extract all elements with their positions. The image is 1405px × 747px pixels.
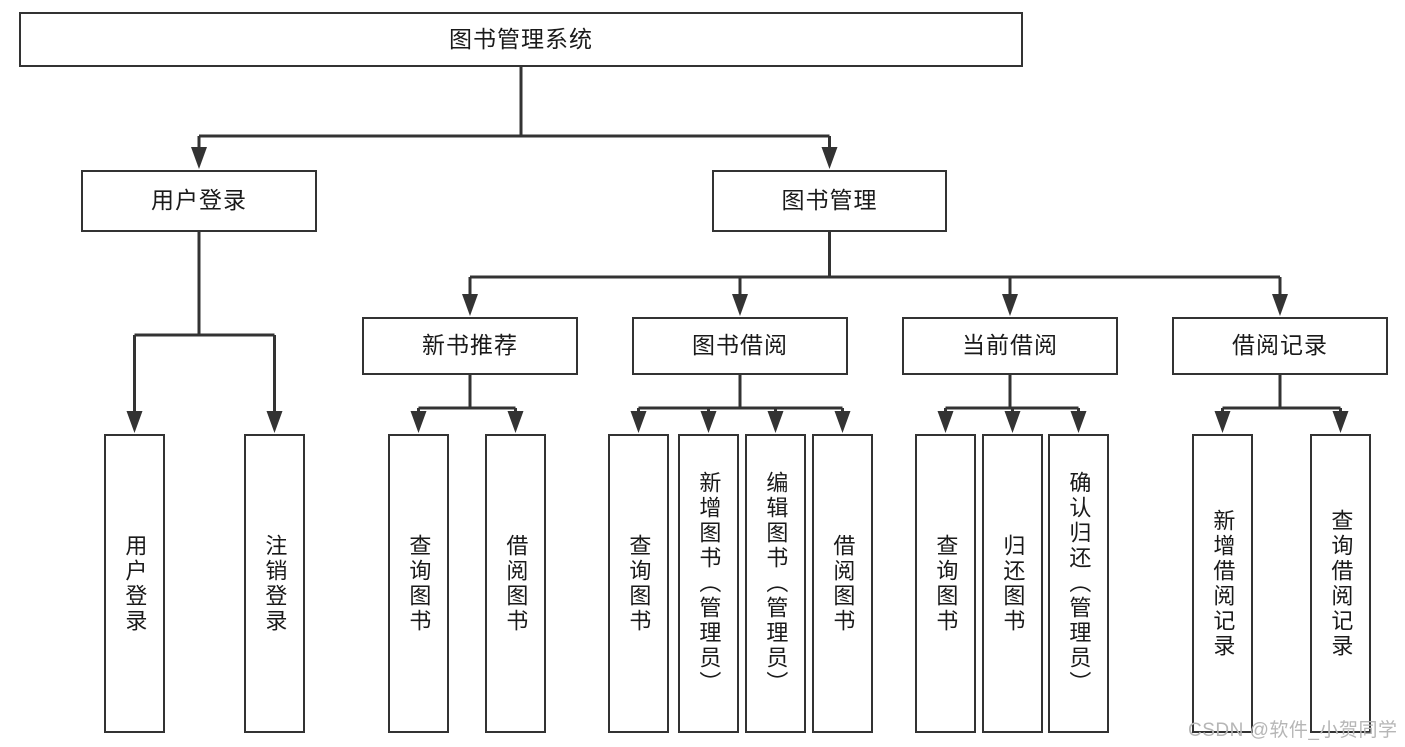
node-label: 编辑图书（管理员） (763, 471, 789, 696)
leaf-logout[interactable]: 注销登录 (244, 434, 305, 733)
leaf-edit-book-admin[interactable]: 编辑图书（管理员） (745, 434, 806, 733)
leaf-confirm-return-admin[interactable]: 确认归还（管理员） (1048, 434, 1109, 733)
leaf-query-borrow-record[interactable]: 查询借阅记录 (1310, 434, 1371, 733)
node-label: 查询借阅记录 (1328, 508, 1354, 659)
node-label: 图书管理 (781, 187, 878, 214)
node-label: 查询图书 (406, 533, 432, 634)
node-label: 新书推荐 (422, 332, 518, 359)
node-label: 图书借阅 (692, 332, 788, 359)
node-book-management[interactable]: 图书管理 (712, 170, 947, 232)
node-label: 新增图书（管理员） (696, 471, 722, 696)
leaf-borrow-book-recommend[interactable]: 借阅图书 (485, 434, 546, 733)
node-label: 用户登录 (151, 187, 247, 214)
node-label: 借阅图书 (830, 533, 856, 634)
node-label: 借阅图书 (503, 533, 529, 634)
leaf-query-book-recommend[interactable]: 查询图书 (388, 434, 449, 733)
node-label: 借阅记录 (1232, 332, 1328, 359)
leaf-add-borrow-record[interactable]: 新增借阅记录 (1192, 434, 1253, 733)
node-label: 注销登录 (262, 533, 288, 634)
node-root[interactable]: 图书管理系统 (19, 12, 1023, 67)
node-book-borrow[interactable]: 图书借阅 (632, 317, 848, 375)
leaf-add-book-admin[interactable]: 新增图书（管理员） (678, 434, 739, 733)
node-label: 归还图书 (1000, 533, 1026, 634)
node-label: 查询图书 (626, 533, 652, 634)
node-borrow-record[interactable]: 借阅记录 (1172, 317, 1388, 375)
node-user-login[interactable]: 用户登录 (81, 170, 317, 232)
node-label: 新增借阅记录 (1210, 508, 1236, 659)
leaf-query-book-current[interactable]: 查询图书 (915, 434, 976, 733)
csdn-watermark: CSDN @软件_小贺同学 (1188, 720, 1398, 741)
node-current-borrow[interactable]: 当前借阅 (902, 317, 1118, 375)
node-new-book-recommend[interactable]: 新书推荐 (362, 317, 578, 375)
node-label: 查询图书 (933, 533, 959, 634)
leaf-borrow-book[interactable]: 借阅图书 (812, 434, 873, 733)
leaf-return-book[interactable]: 归还图书 (982, 434, 1043, 733)
leaf-user-login[interactable]: 用户登录 (104, 434, 165, 733)
leaf-query-book[interactable]: 查询图书 (608, 434, 669, 733)
node-label: 确认归还（管理员） (1066, 471, 1092, 696)
node-label: 当前借阅 (962, 332, 1058, 359)
node-label: 用户登录 (122, 533, 148, 634)
node-label: 图书管理系统 (449, 25, 593, 52)
